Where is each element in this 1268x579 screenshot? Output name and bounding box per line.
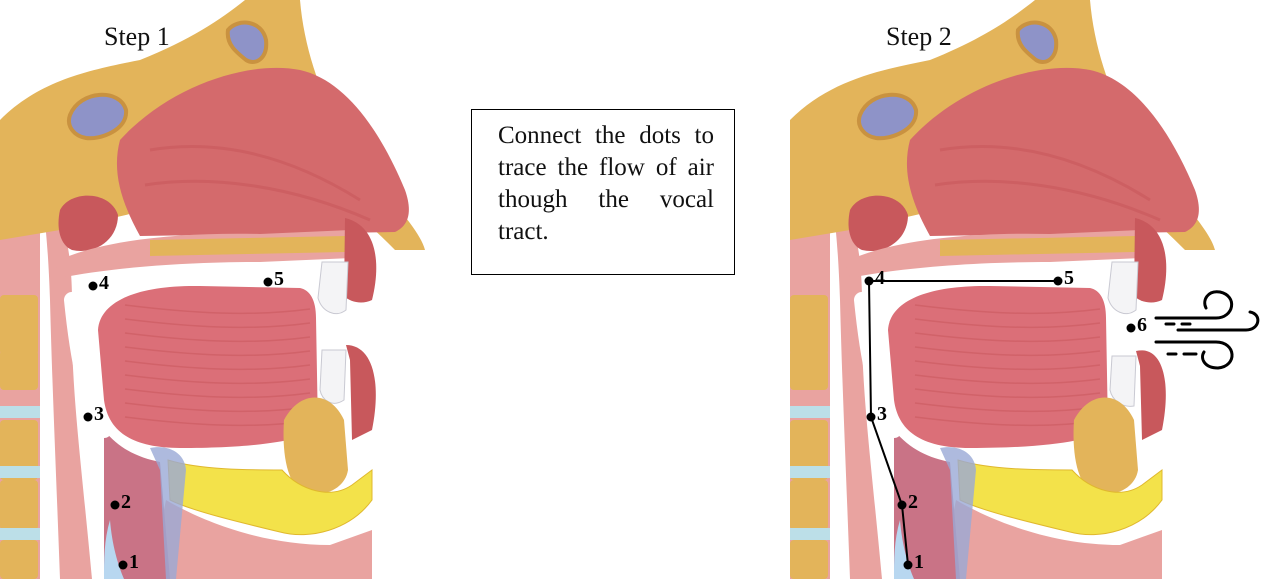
step-1-title: Step 1 <box>104 22 170 52</box>
point-1-dot <box>904 561 913 570</box>
vertebra <box>0 480 38 530</box>
vocal-tract-cross-section <box>790 0 1268 579</box>
intervertebral-disc <box>0 528 40 540</box>
vertebra <box>790 540 828 579</box>
point-5-dot <box>1054 277 1063 286</box>
point-1-label: 1 <box>129 551 139 574</box>
point-4-dot <box>89 282 98 291</box>
point-5-label: 5 <box>1064 267 1074 290</box>
lower-lip <box>1136 350 1166 440</box>
upper-incisor <box>1108 262 1138 314</box>
point-4-label: 4 <box>875 267 885 290</box>
adenoid <box>59 196 119 251</box>
vocal-tract-cross-section <box>0 0 460 579</box>
point-3-dot <box>84 413 93 422</box>
intervertebral-disc <box>790 466 830 478</box>
point-2-label: 2 <box>908 491 918 514</box>
intervertebral-disc <box>0 406 40 418</box>
point-2-label: 2 <box>121 491 131 514</box>
point-1-dot <box>119 561 128 570</box>
point-6-dot <box>1127 324 1136 333</box>
point-2-dot <box>898 501 907 510</box>
wind-gust-upper <box>1156 292 1232 318</box>
intervertebral-disc <box>790 406 830 418</box>
upper-incisor <box>318 262 348 314</box>
mandible-bone <box>1074 398 1138 494</box>
point-4-dot <box>865 277 874 286</box>
intervertebral-disc <box>790 528 830 540</box>
vertebra <box>0 540 38 579</box>
wind-icon <box>1156 292 1258 368</box>
vertebra <box>790 295 828 355</box>
instruction-box: Connect the dots to trace the flow of ai… <box>471 109 735 275</box>
lower-incisor <box>1110 356 1136 406</box>
point-5-label: 5 <box>274 268 284 291</box>
point-3-label: 3 <box>94 403 104 426</box>
lower-incisor <box>320 350 346 403</box>
step-1-panel: Step 1 1 2 3 4 5 <box>0 0 460 579</box>
wind-gust-mid <box>1178 312 1258 330</box>
point-6-label: 6 <box>1137 314 1147 337</box>
vertebra <box>790 480 828 530</box>
intervertebral-disc <box>0 466 40 478</box>
mandible-bone <box>284 398 348 494</box>
vertebra <box>790 350 828 390</box>
point-4-label: 4 <box>99 272 109 295</box>
lower-lip <box>346 345 376 440</box>
point-5-dot <box>264 278 273 287</box>
vertebra <box>0 295 38 355</box>
vertebra <box>0 350 38 390</box>
adenoid <box>849 196 909 251</box>
point-1-label: 1 <box>914 551 924 574</box>
point-2-dot <box>111 501 120 510</box>
point-3-label: 3 <box>877 403 887 426</box>
step-2-title: Step 2 <box>886 22 952 52</box>
step-2-panel: Step 2 1 2 3 4 5 6 <box>790 0 1250 579</box>
point-3-dot <box>867 413 876 422</box>
